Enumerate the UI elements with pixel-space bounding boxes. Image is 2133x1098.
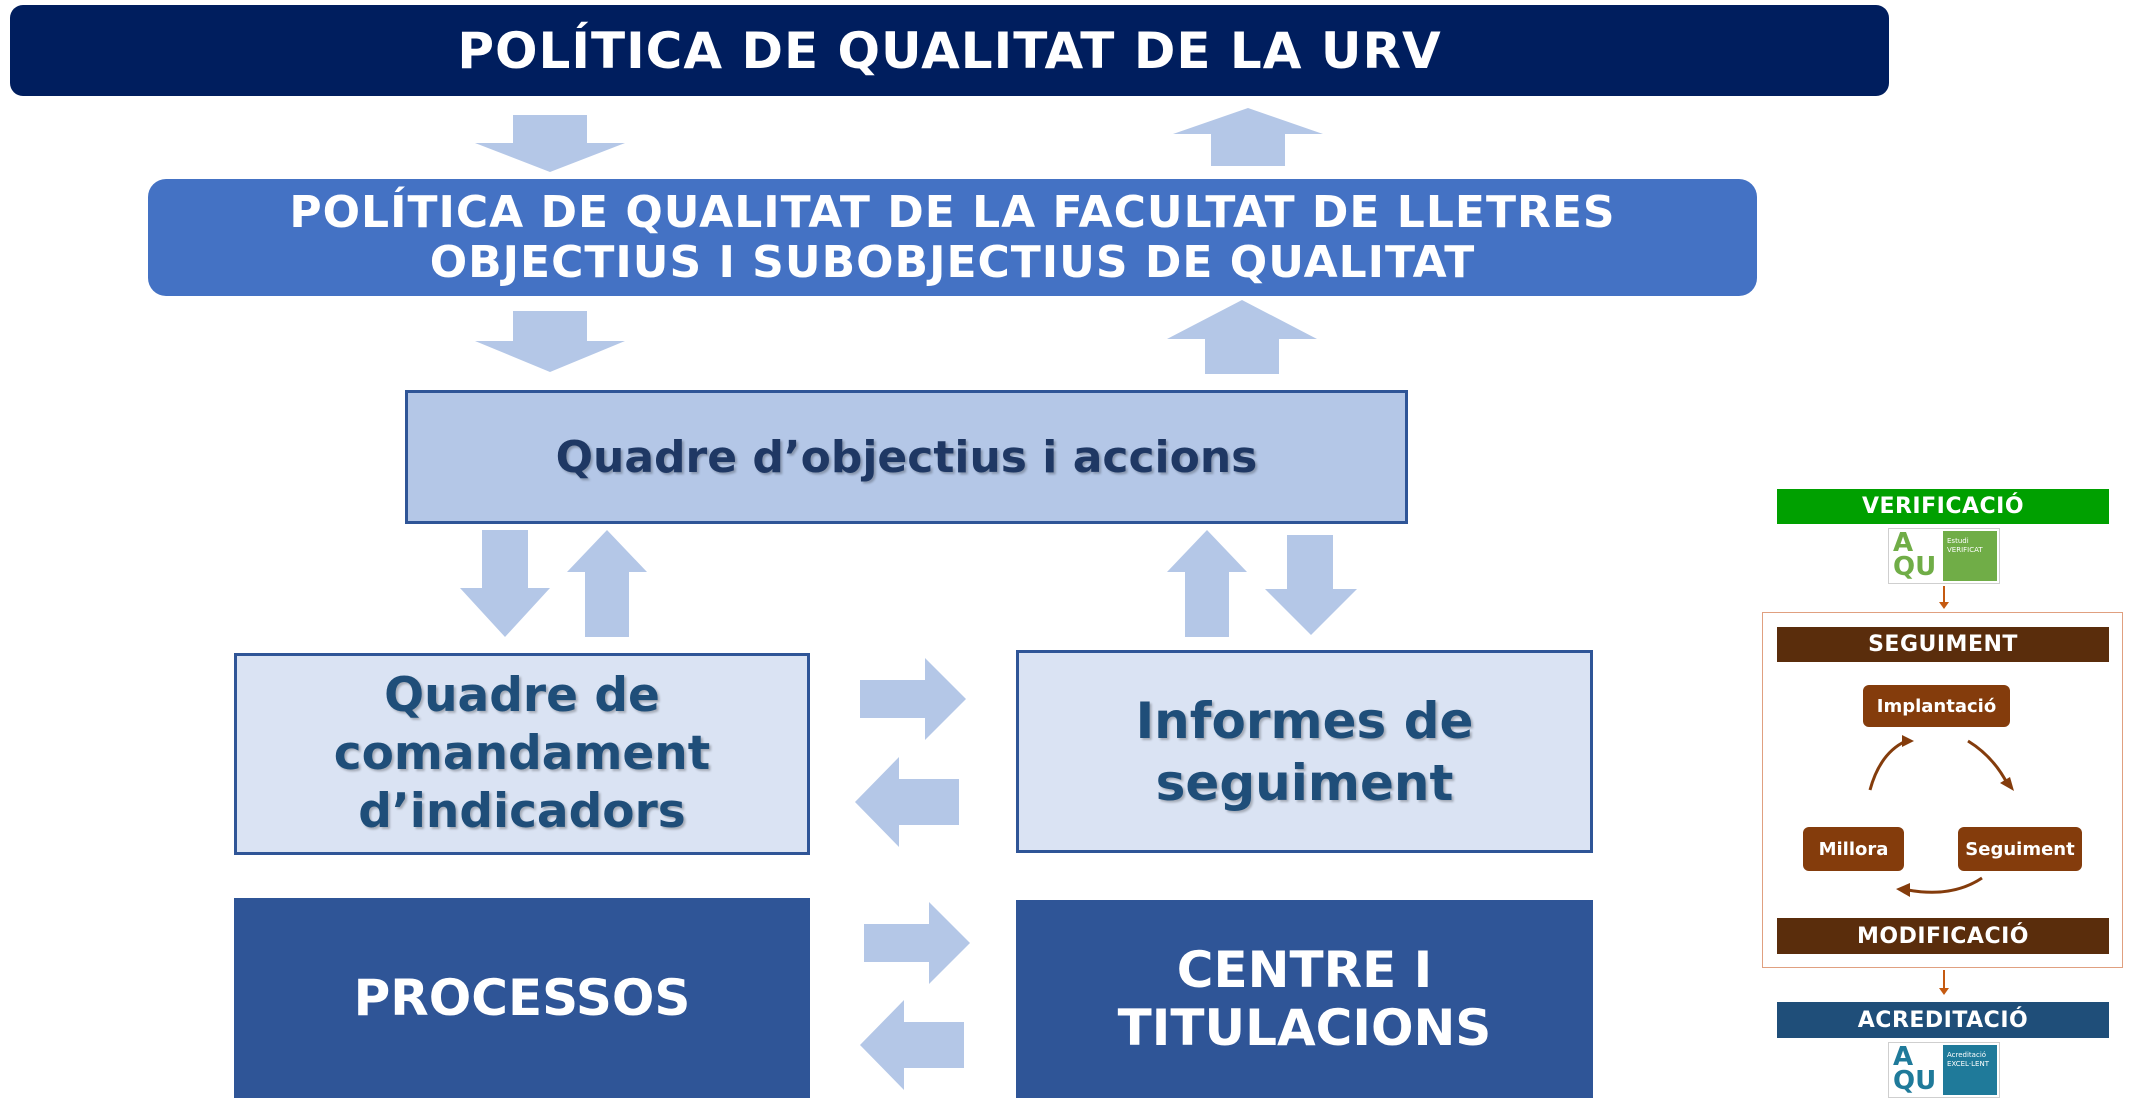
- up-arrow-left: [567, 530, 647, 637]
- monitoring-step: Seguiment: [1958, 827, 2082, 871]
- verification-band: VERIFICACIÓ: [1777, 489, 2109, 524]
- faculty-policy-banner: POLÍTICA DE QUALITAT DE LA FACULTAT DE L…: [148, 179, 1757, 296]
- centre-line-1: CENTRE I: [1176, 941, 1433, 999]
- cycle-arrow-top: [1868, 735, 2014, 791]
- connector-arrow-2: [1939, 970, 1949, 995]
- objectives-actions-label: Quadre d’objectius i accions: [555, 431, 1258, 483]
- monitoring-cycle-frame: [1762, 612, 2123, 968]
- monitoring-band-label: SEGUIMENT: [1868, 632, 2018, 657]
- verification-label: VERIFICACIÓ: [1861, 494, 2025, 519]
- indicators-dashboard-box: Quadre de comandament d’indicadors: [234, 653, 810, 855]
- centre-line-2: TITULACIONS: [1117, 999, 1492, 1057]
- logo2-badge-line-2: EXCEL·LENT: [1947, 1060, 1989, 1068]
- right-arrow-1: [860, 658, 966, 740]
- left-arrow-2: [860, 1000, 964, 1090]
- logo-badge-line-2: VERIFICAT: [1947, 546, 1983, 554]
- dashboard-line-1: Quadre de: [384, 668, 660, 723]
- dashboard-line-2: comandament: [333, 726, 711, 781]
- left-arrow-1: [855, 757, 959, 847]
- logo2-badge-line-1: Acreditació: [1947, 1051, 1987, 1059]
- connector-arrow-1: [1939, 586, 1949, 609]
- down-arrow-right: [1265, 535, 1357, 635]
- logo2-letter-a: A: [1893, 1042, 1914, 1072]
- accreditation-label: ACREDITACIÓ: [1857, 1007, 2029, 1033]
- aqu-verified-logo: A QU Estudi VERIFICAT: [1888, 528, 2000, 584]
- monitoring-band: SEGUIMENT: [1777, 627, 2109, 662]
- improvement-step: Millora: [1803, 827, 1904, 871]
- urv-policy-title-text: POLÍTICA DE QUALITAT DE LA URV: [457, 21, 1442, 80]
- processes-box: PROCESSOS: [234, 898, 810, 1098]
- modification-label: MODIFICACIÓ: [1857, 923, 2029, 949]
- improvement-label: Millora: [1818, 838, 1889, 860]
- right-arrow-2: [864, 902, 970, 984]
- implementation-label: Implantació: [1876, 695, 1997, 717]
- logo-letter-a: A: [1893, 528, 1914, 558]
- monitoring-reports-box: Informes de seguiment: [1016, 650, 1593, 853]
- cycle-arrow-bottom: [1896, 876, 1983, 897]
- modification-band: MODIFICACIÓ: [1777, 918, 2109, 954]
- logo2-letters-qu: QU: [1893, 1066, 1937, 1096]
- reports-line-2: seguiment: [1155, 753, 1454, 812]
- reports-line-1: Informes de: [1135, 691, 1474, 750]
- objectives-actions-box: Quadre d’objectius i accions: [405, 390, 1408, 524]
- objectives-line: OBJECTIUS I SUBOBJECTIUS DE QUALITAT: [429, 236, 1476, 288]
- down-arrow-2: [475, 311, 625, 372]
- down-arrow-left: [460, 530, 550, 637]
- logo-badge-line-1: Estudi: [1947, 537, 1969, 545]
- aqu-excellent-logo: A QU Acreditació EXCEL·LENT: [1888, 1042, 2000, 1098]
- accreditation-band: ACREDITACIÓ: [1777, 1002, 2109, 1038]
- implementation-step: Implantació: [1863, 685, 2010, 727]
- centre-degrees-box: CENTRE I TITULACIONS: [1016, 900, 1593, 1098]
- dashboard-line-3: d’indicadors: [358, 784, 686, 839]
- up-arrow-right: [1167, 530, 1247, 637]
- up-arrow-1: [1173, 108, 1323, 166]
- down-arrow-1: [475, 115, 625, 172]
- monitoring-step-label: Seguiment: [1965, 838, 2075, 860]
- up-arrow-2: [1167, 300, 1317, 374]
- processes-label: PROCESSOS: [353, 969, 691, 1027]
- urv-policy-title: POLÍTICA DE QUALITAT DE LA URV: [10, 5, 1889, 96]
- logo-letters-qu: QU: [1893, 552, 1937, 582]
- faculty-policy-line: POLÍTICA DE QUALITAT DE LA FACULTAT DE L…: [289, 186, 1616, 238]
